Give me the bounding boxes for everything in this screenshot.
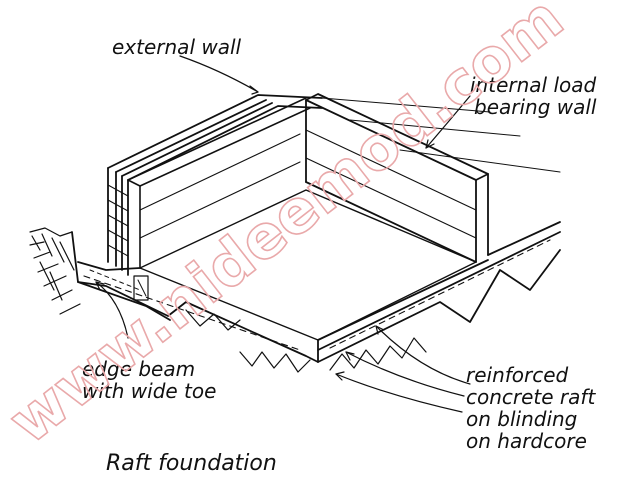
internal-load-bearing-wall [305, 93, 561, 263]
label-edge-beam-line2: with wide toe [82, 379, 216, 403]
hardcore-zigzag [185, 309, 427, 373]
label-internal-wall-line2: bearing wall [474, 95, 597, 119]
inner-leaf-wall [127, 97, 311, 269]
label-raft-line3: on blinding [466, 407, 577, 431]
leader-lines [95, 55, 471, 413]
label-raft-line1: reinforced [466, 363, 569, 387]
label-edge-beam-line1: edge beam [82, 357, 195, 381]
label-raft-line2: concrete raft [466, 385, 596, 409]
label-external-wall: external wall [112, 35, 242, 59]
label-internal-wall-line1: internal load [470, 73, 596, 97]
caption: Raft foundation [106, 451, 277, 476]
label-raft-line4: on hardcore [466, 429, 587, 453]
raft-slab [71, 189, 561, 363]
external-wall [107, 94, 323, 276]
ground-hatching [29, 227, 81, 315]
